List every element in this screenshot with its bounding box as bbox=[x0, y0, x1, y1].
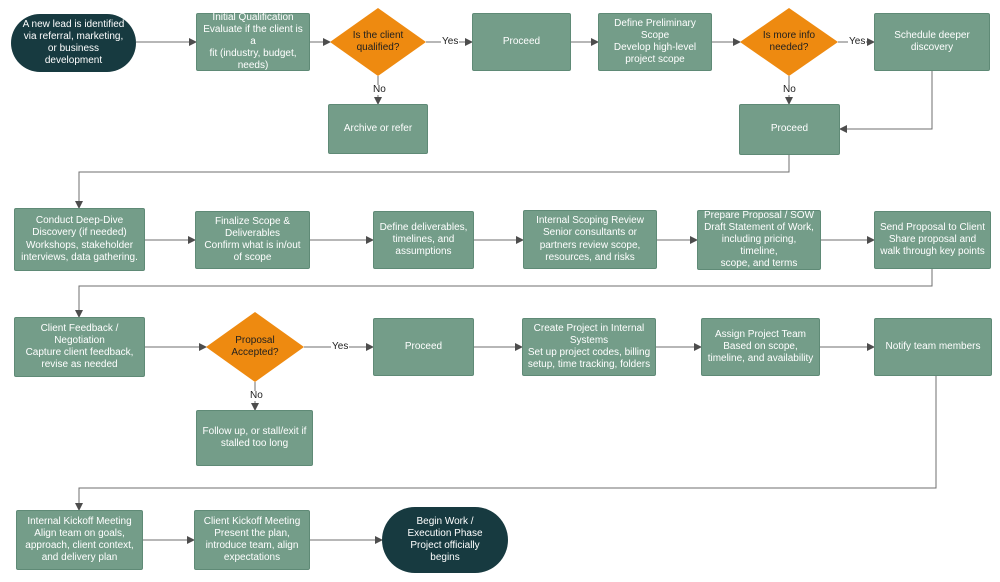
process-assign-project-team: Assign Project Team Based on scope, time… bbox=[701, 318, 820, 376]
process-create-project: Create Project in Internal Systems Set u… bbox=[522, 318, 656, 376]
process-define-deliverables: Define deliverables, timelines, and assu… bbox=[373, 211, 474, 269]
process-prepare-proposal: Prepare Proposal / SOW Draft Statement o… bbox=[697, 210, 821, 270]
process-internal-scoping-review: Internal Scoping Review Senior consultan… bbox=[523, 210, 657, 269]
process-send-proposal: Send Proposal to Client Share proposal a… bbox=[874, 211, 991, 269]
decision-more-info-needed: Is more info needed? bbox=[740, 8, 838, 76]
edge-label-accepted-no: No bbox=[249, 390, 264, 401]
decision-client-qualified: Is the client qualified? bbox=[330, 8, 426, 76]
decision-label: Is more info needed? bbox=[762, 29, 816, 53]
decision-diamond-shape bbox=[740, 8, 838, 76]
edge-label-more-info-yes: Yes bbox=[848, 36, 867, 47]
process-schedule-deeper-discovery: Schedule deeper discovery bbox=[874, 13, 990, 71]
decision-label: Proposal Accepted? bbox=[231, 334, 279, 358]
process-notify-team-members: Notify team members bbox=[874, 318, 992, 376]
process-define-preliminary-scope: Define Preliminary Scope Develop high-le… bbox=[598, 13, 712, 71]
decision-label: Is the client qualified? bbox=[352, 29, 404, 53]
process-internal-kickoff: Internal Kickoff Meeting Align team on g… bbox=[16, 510, 143, 570]
end-terminal-begin-work: Begin Work / Execution Phase Project off… bbox=[382, 507, 508, 573]
edge-notify-to-internal-kickoff bbox=[75, 376, 937, 511]
edge-discovery-to-proceed2 bbox=[839, 71, 933, 133]
process-proceed-3: Proceed bbox=[373, 318, 474, 376]
process-initial-qualification: Initial Qualification Evaluate if the cl… bbox=[196, 12, 310, 71]
process-proceed-2: Proceed bbox=[739, 104, 840, 155]
process-proceed-1: Proceed bbox=[472, 13, 571, 71]
process-archive-or-refer: Archive or refer bbox=[328, 104, 428, 154]
process-client-kickoff: Client Kickoff Meeting Present the plan,… bbox=[194, 510, 310, 570]
edge-send-to-feedback bbox=[75, 269, 933, 318]
edge-label-qualified-yes: Yes bbox=[441, 36, 460, 47]
edge-label-qualified-no: No bbox=[372, 84, 387, 95]
process-deep-dive-discovery: Conduct Deep-Dive Discovery (if needed) … bbox=[14, 208, 145, 271]
edge-label-accepted-yes: Yes bbox=[331, 341, 350, 352]
decision-diamond-shape bbox=[206, 312, 304, 382]
start-terminal-lead: A new lead is identified via referral, m… bbox=[11, 14, 136, 72]
process-client-feedback: Client Feedback / Negotiation Capture cl… bbox=[14, 317, 145, 377]
edge-label-more-info-no: No bbox=[782, 84, 797, 95]
edge-proceed2-to-deepdive bbox=[75, 155, 790, 209]
decision-proposal-accepted: Proposal Accepted? bbox=[206, 312, 304, 382]
process-finalize-scope: Finalize Scope & Deliverables Confirm wh… bbox=[195, 211, 310, 269]
process-follow-up: Follow up, or stall/exit if stalled too … bbox=[196, 410, 313, 466]
decision-diamond-shape bbox=[330, 8, 426, 76]
